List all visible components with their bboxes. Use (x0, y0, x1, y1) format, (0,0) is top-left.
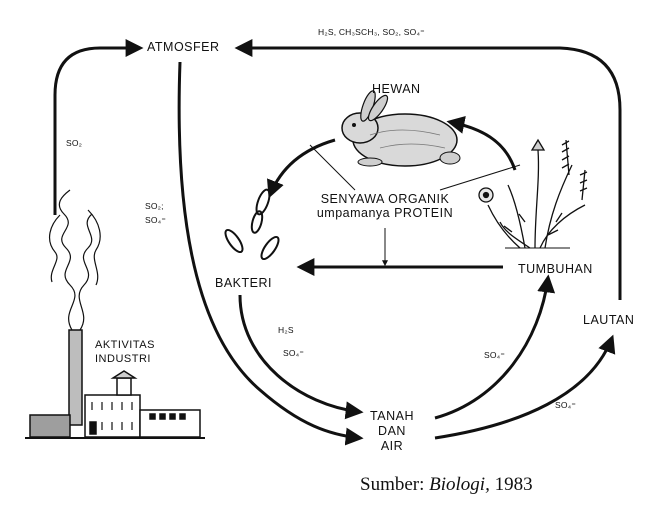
tanah-line2: DAN (378, 424, 406, 438)
edge-label-bakteri-so4: SO₄⁼ (283, 348, 305, 358)
tanah-line3: AIR (380, 439, 404, 453)
edge-label-atmos-so2: SO₂; (145, 201, 164, 211)
node-aktivitas-industri: AKTIVITAS INDUSTRI (95, 338, 155, 366)
node-bakteri: BAKTERI (215, 276, 272, 290)
edge-label-bakteri-h2s: H₂S (278, 325, 294, 335)
node-tanah-dan-air: TANAH DAN AIR (362, 409, 422, 454)
edge-label-lautan-so4: SO₄⁼ (555, 400, 577, 410)
arrow-lautan-to-atmosfer (234, 39, 622, 300)
node-hewan: HEWAN (372, 82, 421, 96)
line-hewan-to-organik (309, 144, 356, 191)
arrow-atmosfer-to-tanah (177, 61, 364, 446)
smoke-icon (48, 189, 101, 331)
arrow-tumbuhan-to-hewan (446, 116, 517, 171)
arrow-tanah-to-lautan (434, 334, 616, 440)
arrow-hewan-to-bakteri (266, 138, 336, 199)
source-caption: Sumber: Biologi, 1983 (360, 474, 533, 496)
bacteria-icon (224, 188, 280, 261)
industri-line2: INDUSTRI (95, 353, 151, 365)
source-title: Biologi, (429, 474, 490, 495)
node-tumbuhan: TUMBUHAN (518, 262, 593, 276)
plants-icon (478, 138, 588, 249)
source-year: 1983 (489, 474, 533, 495)
factory-icon (25, 329, 205, 439)
node-lautan: LAUTAN (583, 313, 635, 327)
tanah-line1: TANAH (370, 409, 414, 423)
source-prefix: Sumber: (360, 474, 430, 495)
industri-line1: AKTIVITAS (95, 339, 155, 351)
rabbit-icon (341, 90, 461, 167)
arrow-bakteri-to-tanah (238, 294, 364, 420)
node-senyawa-organik: SENYAWA ORGANIK umpamanya PROTEIN (300, 192, 470, 220)
line-tumbuhan-to-organik (439, 164, 521, 191)
arrow-industri-to-atmosfer (53, 39, 144, 215)
arrow-tanah-to-tumbuhan (434, 274, 556, 420)
edge-label-top-gases: H₂S, CH₃SCH₃, SO₂, SO₄⁼ (318, 27, 425, 37)
edge-label-tumbuhan-so4: SO₄⁼ (484, 350, 506, 360)
node-atmosfer: ATMOSFER (147, 40, 220, 54)
edge-label-industri-so2: SO₂ (66, 138, 83, 148)
senyawa-organik-line1: SENYAWA ORGANIK (320, 192, 450, 206)
senyawa-organik-line2: umpamanya PROTEIN (316, 206, 454, 220)
edge-label-atmos-so4: SO₄⁼ (145, 215, 167, 225)
